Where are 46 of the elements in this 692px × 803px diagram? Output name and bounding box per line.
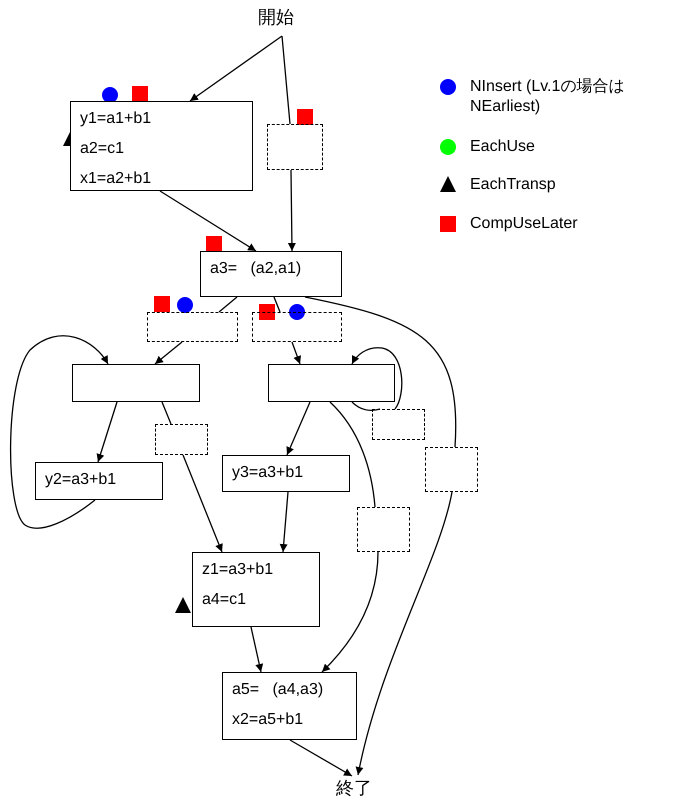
- code-block: [222, 672, 357, 740]
- statement-text: x2=a5+b1: [232, 710, 304, 730]
- dashed-box: [267, 124, 323, 170]
- statement-text: a5= (a4,a3): [232, 680, 324, 700]
- statement-text: a2=c1: [80, 139, 126, 159]
- arrow: [351, 347, 402, 410]
- arrow: [10, 335, 109, 529]
- dashed-box: [372, 409, 425, 440]
- dashed-box: [155, 424, 208, 455]
- dashed-box: [147, 312, 238, 342]
- statement-text: y1=a1+b1: [80, 109, 152, 129]
- arrow: [288, 170, 296, 251]
- legend-text: CompUseLater: [470, 214, 579, 234]
- empty-block: [72, 364, 200, 402]
- arrow: [182, 454, 223, 552]
- dashed-box: [425, 447, 478, 492]
- code-block: [222, 455, 350, 492]
- arrow: [154, 342, 182, 364]
- statement-text: z1=a3+b1: [202, 560, 274, 580]
- arrow: [322, 552, 379, 672]
- code-block: [35, 462, 163, 500]
- code-block: [192, 552, 320, 627]
- arrow: [190, 35, 282, 102]
- dashed-box: [252, 312, 342, 342]
- empty-block: [268, 364, 395, 402]
- legend-text: NInsert (Lv.1の場合はNEarliest): [470, 77, 626, 117]
- dashed-box: [357, 507, 410, 552]
- arrow: [356, 492, 453, 776]
- statement-text: y3=a3+b1: [232, 463, 304, 483]
- statement-text: a3= (a2,a1): [210, 259, 302, 279]
- arrow: [290, 739, 352, 777]
- legend-text: EachTransp: [470, 175, 557, 195]
- arrow: [250, 626, 264, 672]
- code-block: [200, 251, 342, 297]
- arrow: [160, 190, 256, 252]
- statement-text: y2=a3+b1: [45, 470, 118, 490]
- arrow: [280, 492, 289, 552]
- statement-text: a4=c1: [202, 590, 248, 610]
- legend-text: EachUse: [470, 137, 536, 157]
- statement-text: x1=a2+b1: [80, 169, 152, 189]
- arrow: [291, 342, 302, 364]
- end-label: 終了: [336, 776, 378, 802]
- arrow: [96, 402, 118, 462]
- arrow: [286, 402, 311, 456]
- start-label: 開始: [258, 5, 306, 31]
- code-block: [70, 101, 253, 191]
